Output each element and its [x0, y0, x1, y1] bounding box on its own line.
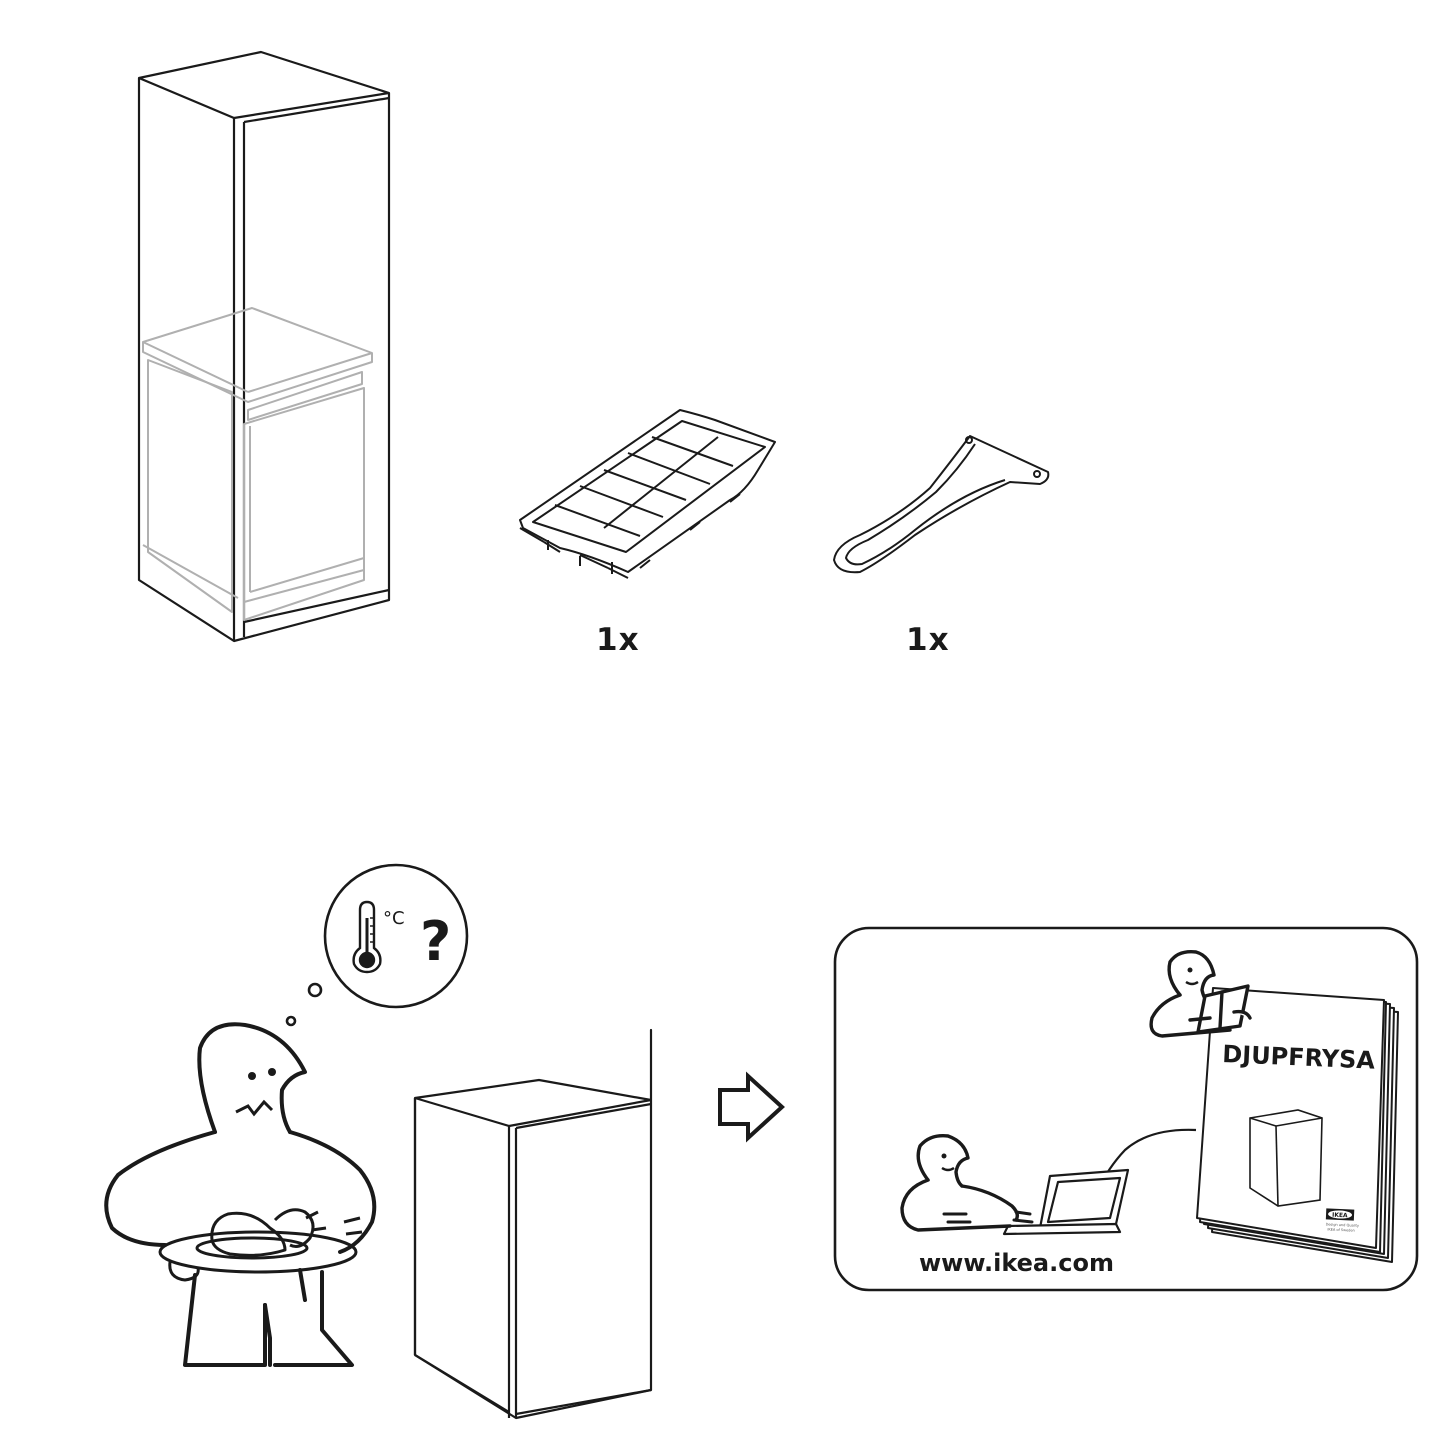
website-url[interactable]: www.ikea.com: [919, 1249, 1114, 1277]
celsius-unit: °C: [383, 908, 405, 929]
manual-title: DJUPFRYSA: [1222, 1040, 1376, 1075]
ice-tray-quantity: 1x: [596, 622, 640, 658]
ikea-logo: IKEA Design and Quality IKEA of Sweden: [1326, 1208, 1360, 1233]
thermometer-icon: [352, 900, 382, 974]
ice-scraper-quantity: 1x: [906, 622, 950, 658]
ikea-logo-text: IKEA: [1332, 1212, 1348, 1220]
manual-tagline: Design and Quality: [1326, 1222, 1360, 1227]
question-mark: ?: [420, 910, 451, 973]
manual-tagline-2: IKEA of Sweden: [1327, 1227, 1355, 1232]
